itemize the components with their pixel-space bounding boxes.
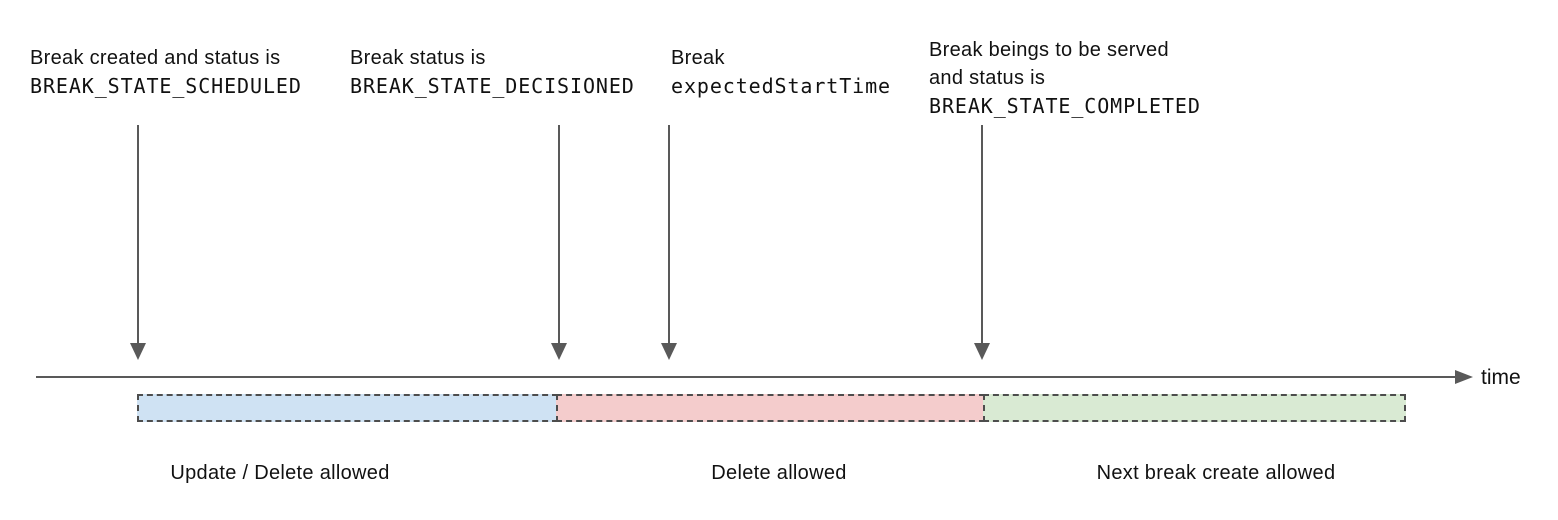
segment-label: Delete allowed <box>711 462 847 484</box>
down-arrow-icon <box>661 125 677 360</box>
time-axis-arrow-icon <box>1455 370 1473 384</box>
segment-delete-allowed <box>556 394 985 422</box>
segment-label: Next break create allowed <box>1096 462 1336 484</box>
arrow-stem <box>558 125 560 346</box>
annotation-text: Break status is <box>350 47 486 69</box>
segment-next-break-create-allowed <box>983 394 1406 422</box>
arrow-head <box>974 343 990 360</box>
down-arrow-icon <box>974 125 990 360</box>
segment-label: Update / Delete allowed <box>170 462 390 484</box>
arrow-stem <box>668 125 670 346</box>
annotation-break-completed: Break beings to be served and status is … <box>929 36 1201 120</box>
annotation-break-decisioned: Break status is BREAK_STATE_DECISIONED <box>350 44 635 100</box>
annotation-text: Break <box>671 47 725 69</box>
time-axis-label: time <box>1481 366 1521 389</box>
down-arrow-icon <box>551 125 567 360</box>
arrow-stem <box>981 125 983 346</box>
arrow-stem <box>137 125 139 346</box>
down-arrow-icon <box>130 125 146 360</box>
arrow-head <box>661 343 677 360</box>
annotation-state-code: BREAK_STATE_COMPLETED <box>929 94 1201 118</box>
arrow-head <box>130 343 146 360</box>
annotation-text: Break created and status is <box>30 47 281 69</box>
time-axis-line <box>36 376 1456 378</box>
annotation-state-code: BREAK_STATE_SCHEDULED <box>30 74 302 98</box>
annotation-expected-start-time: Break expectedStartTime <box>671 44 891 100</box>
arrow-head <box>551 343 567 360</box>
annotation-state-code: expectedStartTime <box>671 74 891 98</box>
annotation-break-created: Break created and status is BREAK_STATE_… <box>30 44 302 100</box>
annotation-text: Break beings to be served <box>929 39 1169 61</box>
annotation-state-code: BREAK_STATE_DECISIONED <box>350 74 635 98</box>
segment-update-delete-allowed <box>137 394 558 422</box>
annotation-text: and status is <box>929 67 1046 89</box>
